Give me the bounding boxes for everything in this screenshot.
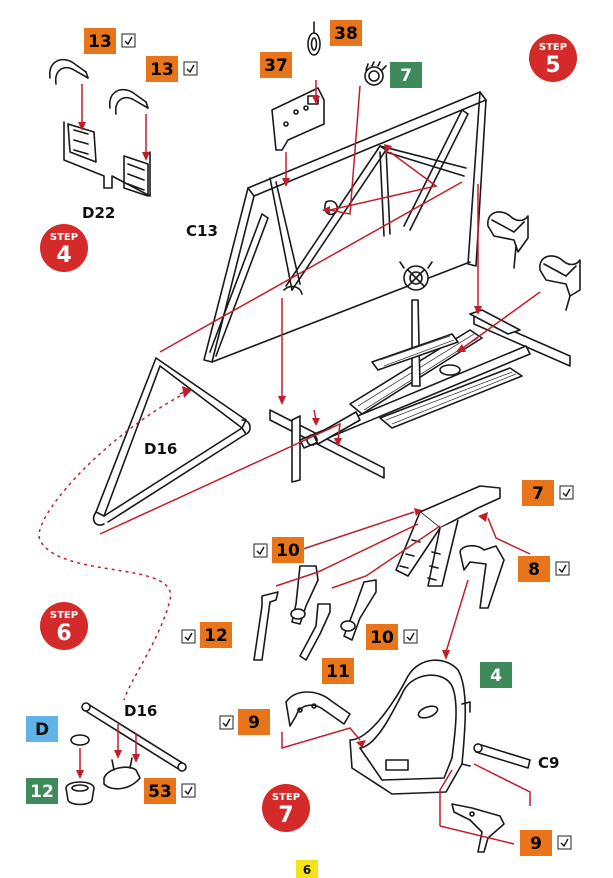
- part-9-strap-right: [451, 803, 505, 853]
- label-d22: D22: [82, 204, 115, 222]
- svg-text:7: 7: [532, 484, 544, 504]
- part-d22-bracket: [63, 121, 151, 197]
- badge-37: 37: [260, 52, 292, 78]
- svg-text:4: 4: [490, 666, 502, 686]
- step4-arrows: [78, 84, 150, 161]
- part-53-bracket: [103, 757, 141, 790]
- svg-text:7: 7: [400, 66, 412, 86]
- svg-text:13: 13: [88, 32, 112, 52]
- badge-13-second: 13: [146, 56, 198, 82]
- svg-text:6: 6: [303, 863, 311, 877]
- svg-text:10: 10: [276, 541, 300, 561]
- step5-arrows: [38, 80, 541, 701]
- badge-7-seat: 7: [522, 480, 574, 506]
- label-c9: C9: [538, 754, 559, 772]
- part-7-gauge: [364, 61, 387, 86]
- part-belts: [395, 485, 505, 609]
- badge-53: 53: [144, 778, 196, 804]
- label-d16-lower: D16: [124, 702, 157, 720]
- badge-4-green: 4: [480, 662, 512, 688]
- step-5-marker: STEP 5: [529, 34, 577, 82]
- part-c13-frame: [203, 91, 487, 363]
- svg-text:4: 4: [56, 243, 71, 268]
- badge-d-blue: D: [26, 716, 58, 742]
- part-seat: [349, 659, 471, 795]
- part-10-clips: [253, 565, 377, 661]
- part-13-handle-right: [109, 88, 149, 115]
- svg-text:STEP: STEP: [50, 610, 78, 621]
- part-13-handle-left: [49, 58, 89, 85]
- part-38-ring: [307, 21, 321, 56]
- svg-text:5: 5: [545, 53, 560, 78]
- svg-text:38: 38: [334, 24, 358, 44]
- part-d16-triangle: [92, 357, 251, 526]
- svg-text:53: 53: [148, 782, 172, 802]
- svg-text:12: 12: [204, 626, 228, 646]
- label-c13: C13: [186, 222, 218, 240]
- badge-13-top: 13: [84, 28, 136, 54]
- svg-text:8: 8: [528, 560, 540, 580]
- badge-9-left: 9: [219, 709, 270, 735]
- badge-10-upper: 10: [253, 537, 304, 563]
- part-37-plate: [271, 87, 325, 151]
- part-12-cup: [65, 734, 95, 806]
- part-d16-rod: [81, 702, 187, 772]
- badge-12-orange: 12: [181, 622, 232, 648]
- label-d16-upper: D16: [144, 440, 177, 458]
- svg-text:13: 13: [150, 60, 174, 80]
- svg-text:37: 37: [264, 56, 288, 76]
- svg-text:STEP: STEP: [50, 232, 78, 243]
- part-9-strap-left: [285, 691, 351, 727]
- svg-text:11: 11: [326, 662, 350, 682]
- badge-11: 11: [322, 658, 354, 684]
- step-4-marker: STEP 4: [40, 224, 88, 272]
- step7-arrows: [275, 508, 531, 845]
- svg-text:D: D: [35, 720, 49, 740]
- part-right-brackets: [487, 211, 581, 311]
- part-c9-pin: [473, 743, 531, 769]
- svg-text:STEP: STEP: [272, 792, 300, 803]
- step-6-marker: STEP 6: [40, 602, 88, 650]
- step-7-marker: STEP 7: [262, 784, 310, 832]
- step6-arrows: [76, 724, 140, 779]
- svg-text:7: 7: [278, 803, 293, 828]
- badge-10-lower: 10: [366, 624, 418, 650]
- svg-text:STEP: STEP: [539, 42, 567, 53]
- svg-text:10: 10: [370, 628, 394, 648]
- badge-8: 8: [518, 556, 570, 582]
- page-number: 6: [296, 860, 318, 878]
- badge-9-right: 9: [520, 830, 572, 856]
- part-chassis-base: [269, 261, 571, 483]
- badge-38: 38: [330, 20, 362, 46]
- badge-12-green: 12: [26, 778, 58, 804]
- badge-7-green: 7: [390, 62, 422, 88]
- svg-text:12: 12: [30, 782, 54, 802]
- svg-text:6: 6: [56, 621, 71, 646]
- svg-text:9: 9: [248, 713, 260, 733]
- svg-text:9: 9: [530, 834, 542, 854]
